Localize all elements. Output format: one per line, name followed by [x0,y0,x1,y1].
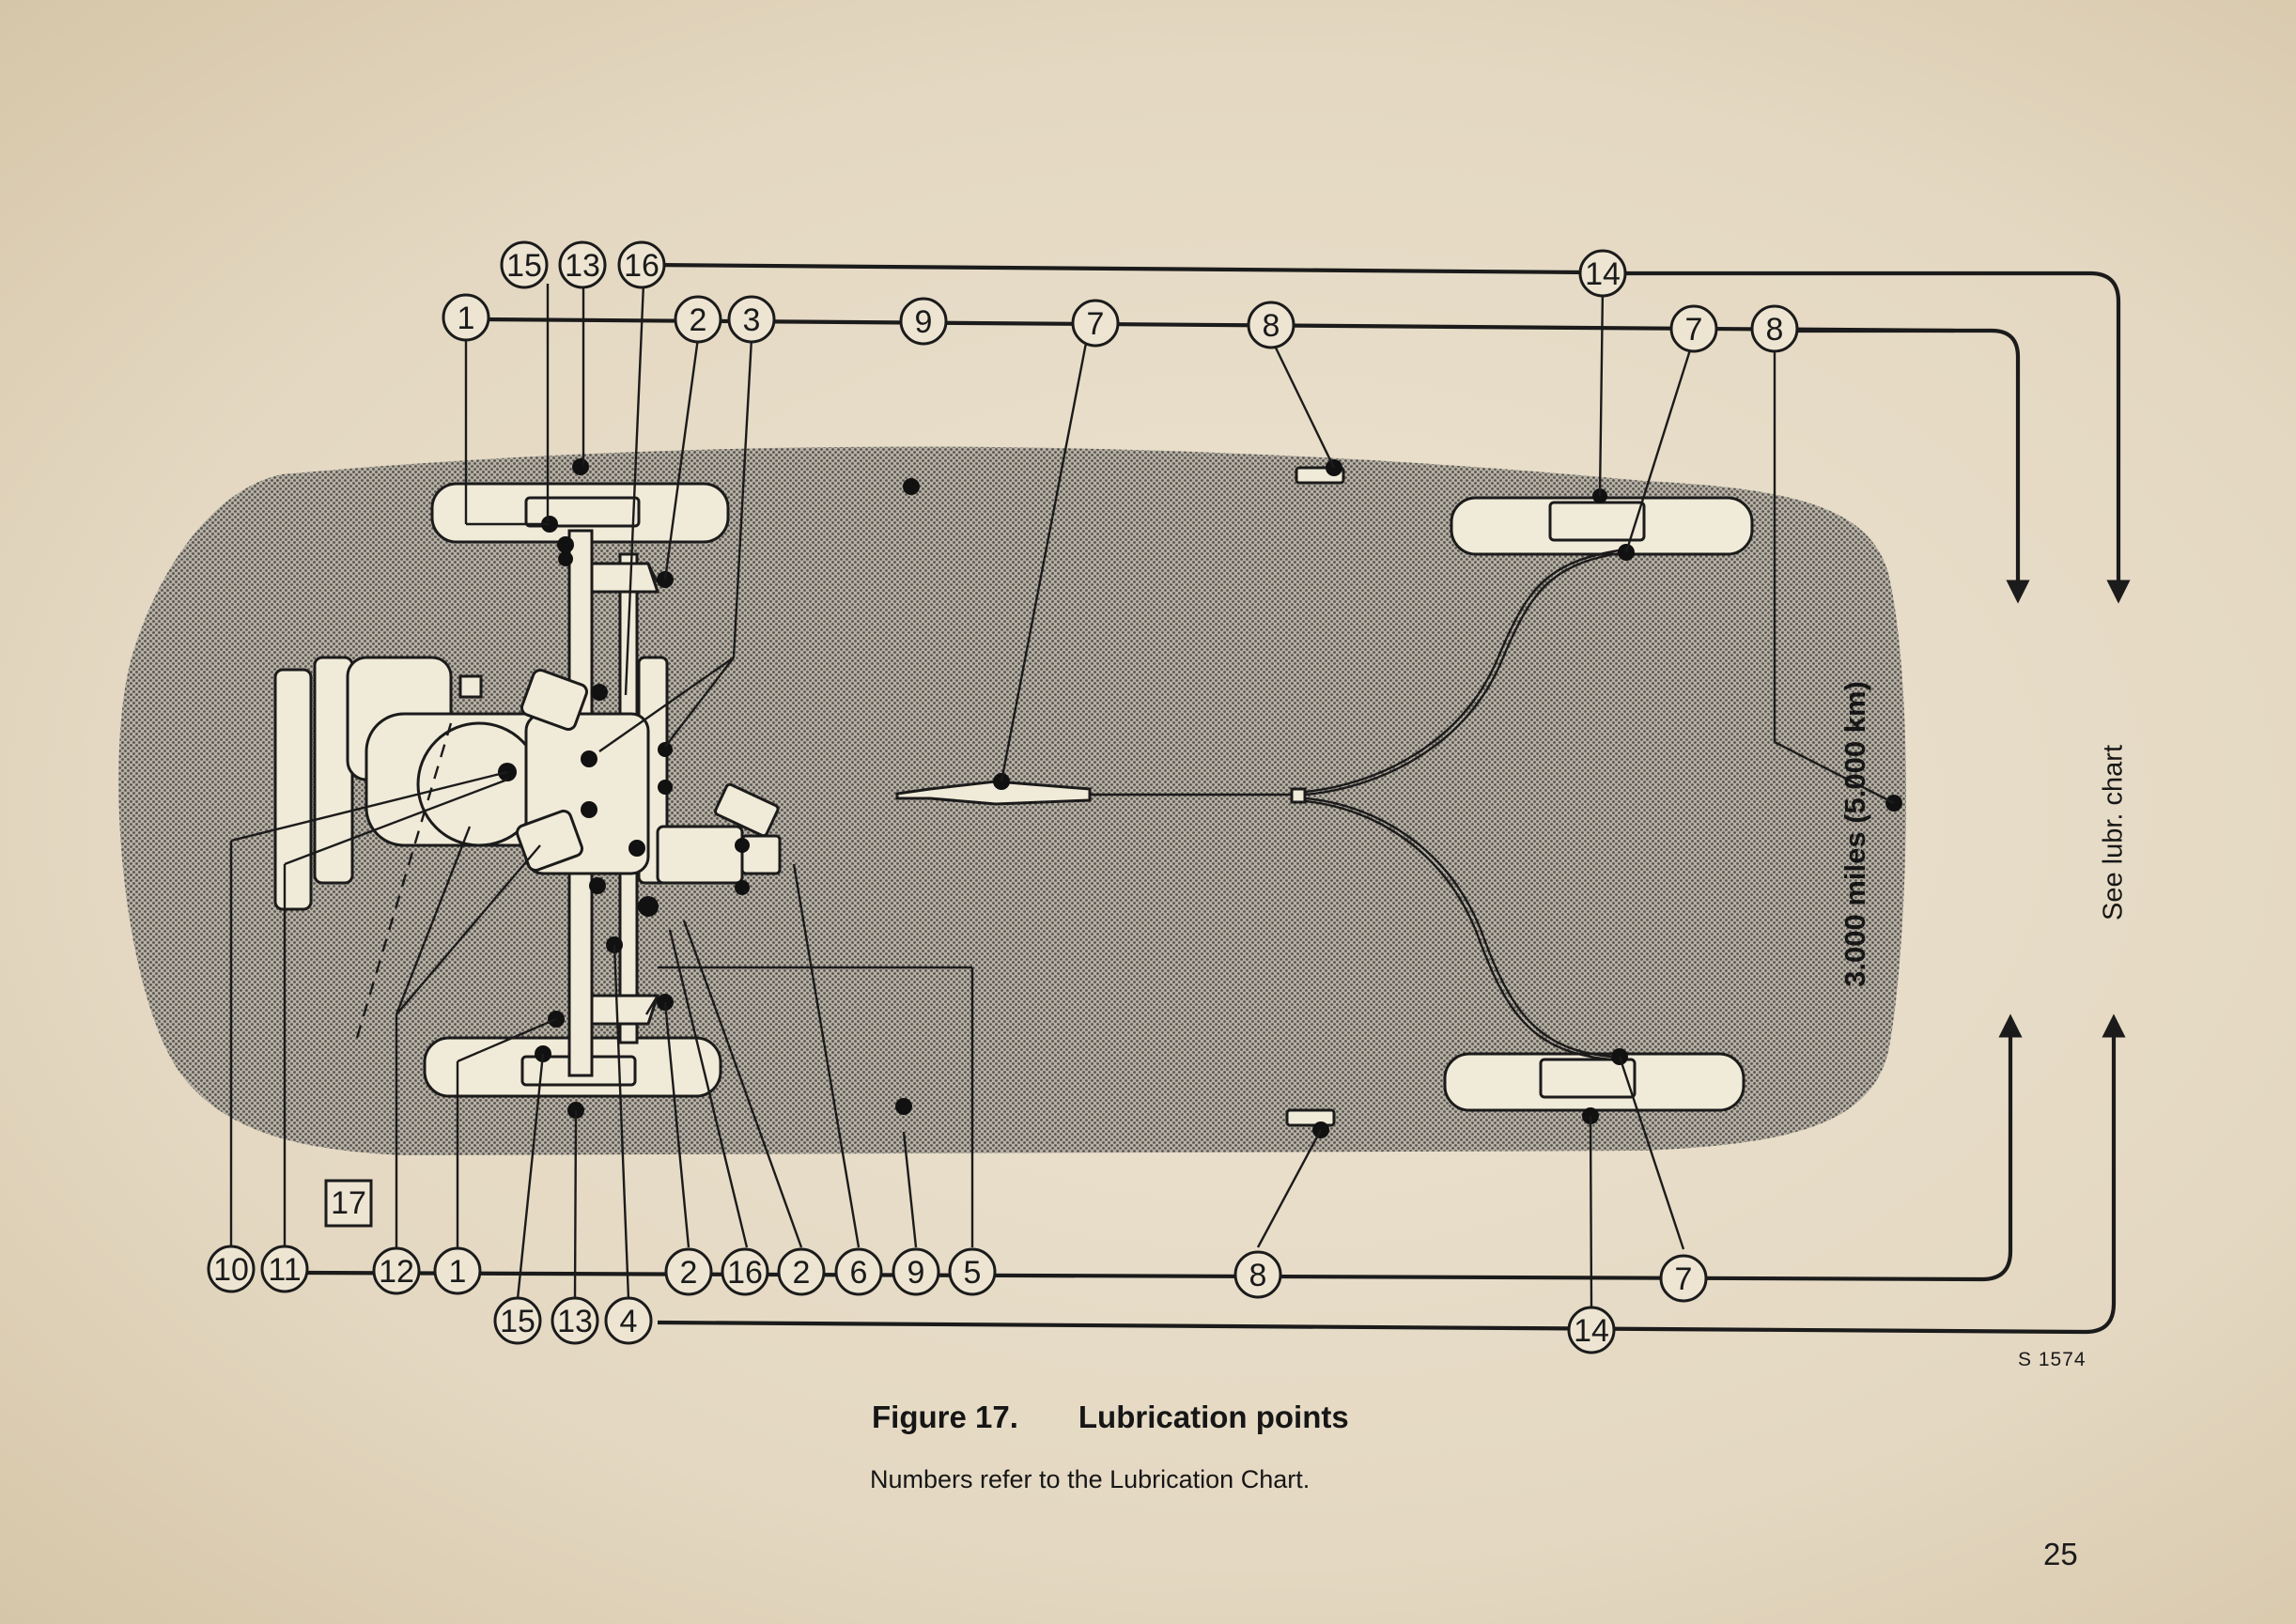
figure-subtitle: Numbers refer to the Lubrication Chart. [870,1465,1311,1493]
interval-see-chart: See lubr. chart [2098,745,2129,920]
driveline [895,466,1626,1127]
callout-label: 1 [449,1254,467,1290]
callout-label: 7 [1087,306,1105,342]
callout-bottom-10: 10 [207,1245,256,1293]
callout-label: 14 [1574,1313,1609,1349]
callout-top-7b: 7 [1669,304,1718,353]
callout-top-15: 15 [500,240,549,289]
callout-top-7a: 7 [1071,299,1120,348]
callout-bottom-4: 4 [604,1296,653,1345]
callout-special-17: 17 [324,1179,373,1228]
callout-label: 10 [213,1252,249,1288]
callout-label: 4 [620,1304,638,1339]
callouts: 15 13 16 14 1 2 3 9 7 8 7 8 10 11 12 1 2… [207,240,1799,1354]
callout-top-13: 13 [558,240,607,289]
callout-bottom-6: 6 [834,1247,883,1296]
callout-bottom-11: 11 [260,1245,309,1293]
callout-bottom-9: 9 [892,1247,940,1296]
callout-label: 15 [506,248,542,284]
callout-bottom-15: 15 [493,1296,542,1345]
callout-label: 11 [268,1252,301,1288]
callout-top-3: 3 [727,295,776,344]
callout-bottom-12: 12 [372,1246,421,1295]
callout-label: 2 [690,302,707,338]
callout-bottom-14: 14 [1567,1306,1616,1354]
callout-bottom-8: 8 [1233,1250,1282,1299]
callout-label: 8 [1263,308,1280,344]
callout-label: 7 [1685,312,1703,348]
callout-label: 16 [624,248,659,284]
figure-title: Lubrication points [1078,1400,1349,1434]
callout-bottom-16: 16 [721,1247,769,1296]
callout-label: 15 [500,1304,535,1339]
callout-bottom-13: 13 [551,1296,599,1345]
callout-label: 13 [557,1304,593,1339]
radiator [273,668,313,911]
figure-number: Figure 17. [872,1400,1018,1434]
callout-top-16: 16 [617,240,666,289]
leader-lines [229,283,1895,1308]
callout-top-14: 14 [1578,249,1627,298]
callout-label: 16 [727,1255,763,1291]
callout-label: 5 [964,1255,982,1291]
callout-label: 1 [458,301,475,336]
page-number: 25 [2043,1537,2078,1571]
callout-bottom-2a: 2 [664,1247,713,1296]
callout-label: 3 [743,302,761,338]
callout-label: 7 [1675,1261,1693,1297]
callout-bottom-5: 5 [948,1247,997,1296]
callout-label: 9 [915,304,933,340]
callout-label: 17 [331,1185,366,1221]
callout-label: 2 [680,1255,698,1291]
callout-bottom-1: 1 [433,1246,482,1295]
callout-label: 13 [565,248,600,284]
callout-label: 9 [908,1255,925,1291]
callout-top-1: 1 [442,293,490,342]
callout-top-2: 2 [674,295,722,344]
callout-label: 12 [379,1254,414,1290]
callout-label: 14 [1585,256,1621,292]
callout-label: 2 [793,1255,811,1291]
callout-label: 8 [1249,1258,1267,1293]
callout-top-8b: 8 [1750,304,1799,353]
callout-bottom-7: 7 [1659,1254,1708,1303]
callout-label: 8 [1766,312,1784,348]
callout-label: 6 [850,1255,868,1291]
figure-code: S 1574 [2018,1349,2087,1370]
wheels [423,482,1754,1112]
interval-3000-miles: 3.000 miles (5.000 km) [1838,681,1871,987]
callout-top-8a: 8 [1247,301,1295,349]
callout-bottom-2b: 2 [777,1247,826,1296]
figure-caption: Figure 17. Lubrication points [872,1400,1349,1435]
callout-top-9: 9 [899,297,948,346]
